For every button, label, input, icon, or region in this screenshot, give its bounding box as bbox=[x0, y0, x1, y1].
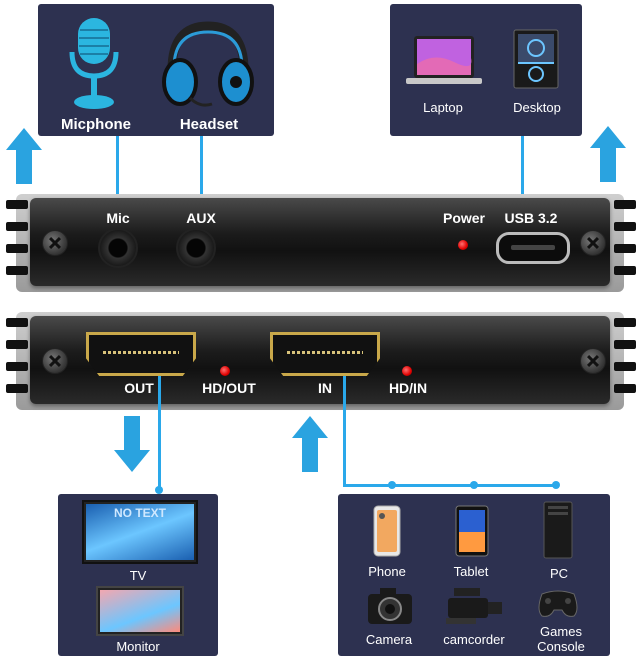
in-port-label: IN bbox=[318, 380, 332, 396]
in-dot-2 bbox=[470, 481, 478, 489]
camera-label: Camera bbox=[365, 632, 413, 647]
up-arrow-right-icon bbox=[590, 126, 626, 182]
games-console-label: Games Console bbox=[537, 624, 585, 654]
hdmi-in-port[interactable] bbox=[270, 332, 380, 376]
laptop-icon bbox=[406, 36, 482, 84]
power-label: Power bbox=[442, 210, 485, 226]
headset-label: Headset bbox=[179, 116, 239, 133]
laptop-label: Laptop bbox=[423, 100, 463, 115]
mic-jack[interactable] bbox=[98, 228, 138, 268]
heatsink-fins-left-bottom bbox=[6, 310, 28, 410]
mic-port-label: Mic bbox=[106, 210, 130, 226]
monitor-label: Monitor bbox=[116, 639, 160, 654]
screw-top-left bbox=[42, 230, 68, 256]
power-led bbox=[458, 240, 468, 250]
pc-tower-icon bbox=[543, 501, 573, 559]
aux-jack[interactable] bbox=[176, 228, 216, 268]
up-arrow-bottom-icon bbox=[292, 416, 328, 472]
up-arrow-left-icon bbox=[6, 128, 42, 184]
screw-bottom-left bbox=[42, 348, 68, 374]
hd-out-led bbox=[220, 366, 230, 376]
camera-icon bbox=[368, 588, 412, 624]
phone-label: Phone bbox=[368, 564, 406, 579]
microphone-icon bbox=[69, 18, 119, 109]
desktop-icon bbox=[513, 29, 559, 89]
pc-label: PC bbox=[549, 566, 569, 581]
top-right-panel: Laptop Desktop bbox=[390, 4, 582, 136]
heatsink-fins-left bbox=[6, 192, 28, 292]
tv-image: NO TEXT bbox=[82, 500, 198, 564]
out-connector-line bbox=[158, 376, 161, 492]
screw-top-right bbox=[580, 230, 606, 256]
usb-connector-line bbox=[521, 136, 524, 206]
hdmi-out-port[interactable] bbox=[86, 332, 196, 376]
device-bottom-side: OUT HD/OUT IN HD/IN bbox=[0, 308, 640, 414]
mic-connector-line bbox=[116, 136, 119, 206]
microphone-label: Micphone bbox=[61, 116, 131, 133]
top-left-panel: Micphone Headset bbox=[38, 4, 274, 136]
in-dot-1 bbox=[388, 481, 396, 489]
hd-out-label: HD/OUT bbox=[202, 380, 256, 396]
heatsink-fins-right-bottom bbox=[614, 310, 636, 410]
out-connector-dot bbox=[155, 486, 163, 494]
camcorder-icon bbox=[446, 588, 502, 624]
desktop-label: Desktop bbox=[513, 100, 561, 115]
tv-screen-text: NO TEXT bbox=[113, 506, 166, 520]
monitor-image bbox=[96, 586, 184, 636]
tablet-label: Tablet bbox=[453, 564, 489, 579]
in-dot-3 bbox=[552, 481, 560, 489]
game-controller-icon bbox=[538, 590, 578, 617]
hd-in-label: HD/IN bbox=[388, 380, 428, 396]
headset-icon bbox=[162, 21, 254, 107]
headset-connector-line bbox=[200, 136, 203, 206]
screw-bottom-right bbox=[580, 348, 606, 374]
hd-in-led bbox=[402, 366, 412, 376]
down-arrow-icon bbox=[114, 416, 150, 472]
device-top-side: Mic AUX Power USB 3.2 bbox=[0, 190, 640, 296]
camcorder-label: camcorder bbox=[443, 632, 505, 647]
bottom-left-panel: NO TEXT TV Monitor bbox=[58, 494, 218, 656]
tv-label: TV bbox=[129, 568, 147, 583]
usb-c-port[interactable] bbox=[496, 232, 570, 264]
heatsink-fins-right bbox=[614, 192, 636, 292]
in-connector-horizontal bbox=[343, 484, 555, 487]
bottom-right-panel: Phone Tablet PC Camera camcorder Games C… bbox=[338, 494, 610, 656]
out-port-label: OUT bbox=[124, 380, 154, 396]
in-connector-vertical bbox=[343, 376, 346, 486]
phone-icon bbox=[373, 505, 401, 557]
tablet-icon bbox=[455, 505, 489, 557]
usb-port-label: USB 3.2 bbox=[504, 210, 558, 226]
aux-port-label: AUX bbox=[186, 210, 216, 226]
